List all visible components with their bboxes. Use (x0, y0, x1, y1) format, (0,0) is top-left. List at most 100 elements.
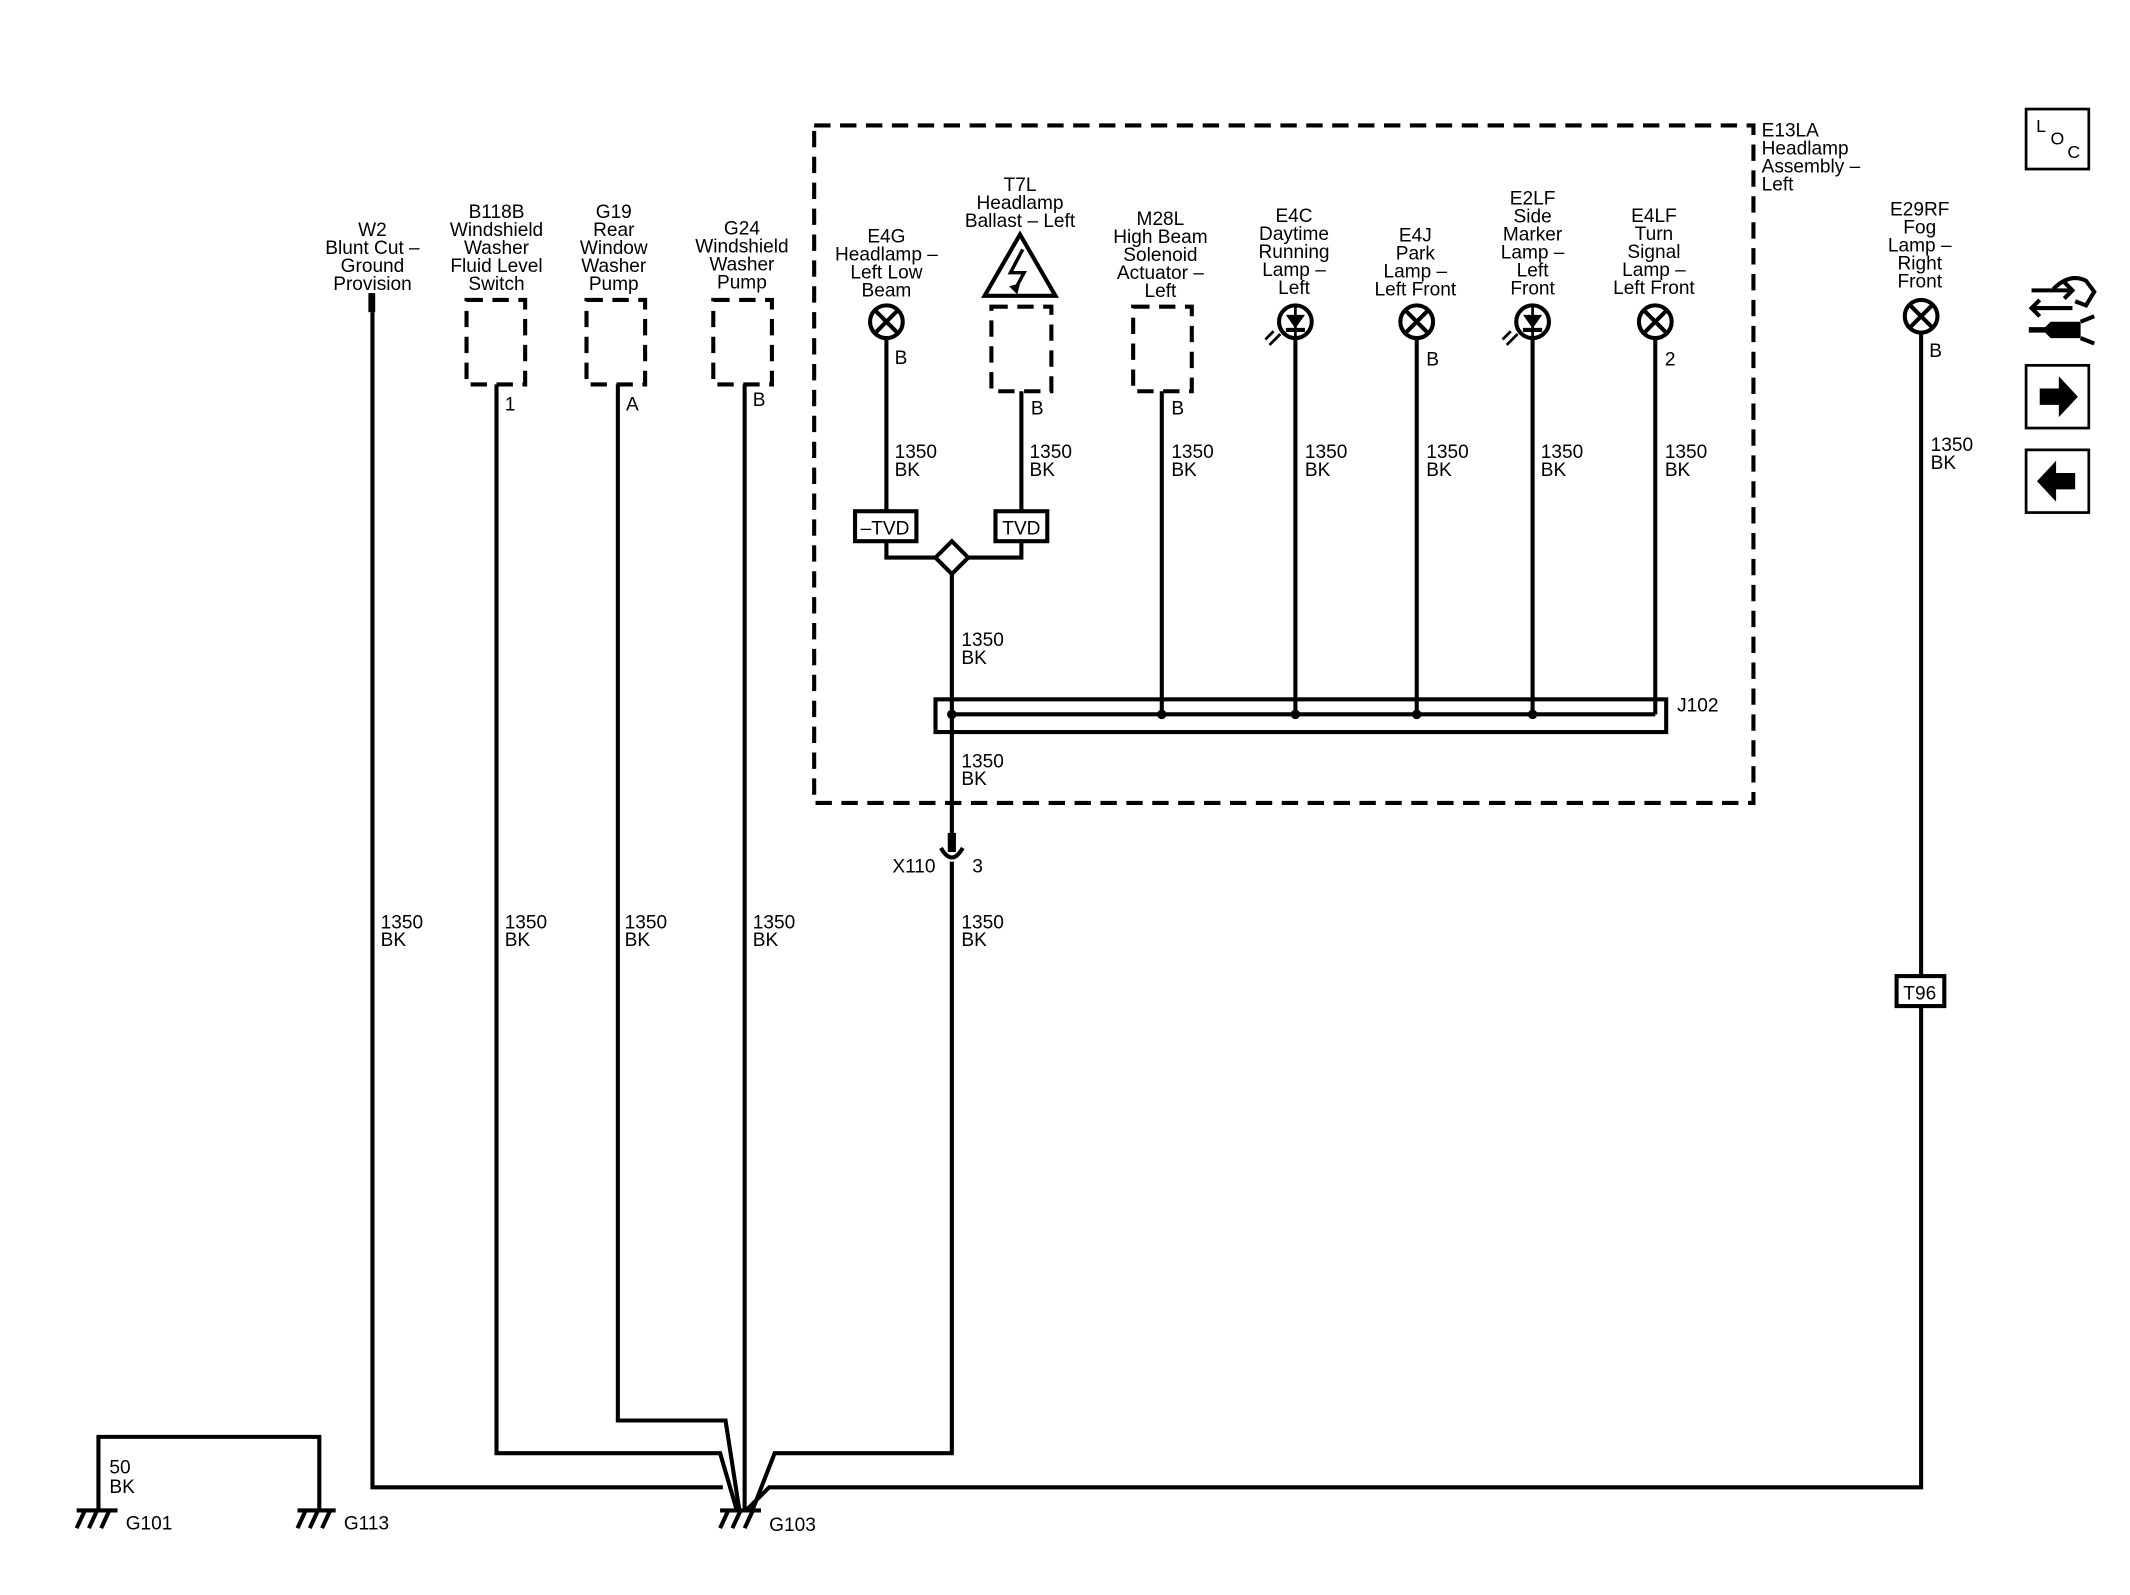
m28l-component (1131, 304, 1194, 394)
b118b-pin: 1 (505, 394, 516, 415)
g19-component (584, 297, 648, 387)
tvd-left-box (853, 509, 919, 544)
label-line: Windshield (695, 236, 788, 257)
label-line: Fog (1903, 217, 1936, 238)
label-line: M28L (1137, 209, 1185, 230)
x110-connector (939, 832, 965, 860)
g113-label: G113 (344, 1514, 389, 1535)
e29rf-pin: B (1929, 341, 1942, 362)
wire-color: BK (1171, 460, 1197, 481)
wire-color: BK (1665, 460, 1691, 481)
wire-color: BK (895, 460, 921, 481)
label-line: Actuator – (1117, 263, 1204, 284)
wire-color: BK (1426, 460, 1452, 481)
g19-pin: A (626, 394, 639, 415)
g24-pin: B (753, 390, 766, 411)
label-line: Right (1897, 253, 1942, 274)
label-line: E4G (867, 227, 905, 248)
label-line: Marker (1503, 224, 1563, 245)
wire-gauge: 1350 (753, 912, 795, 933)
m28l-pin: B (1171, 398, 1184, 419)
wire-gauge: 1350 (1305, 442, 1347, 463)
loc-l: L (2036, 116, 2046, 136)
arrow-right-icon (2039, 376, 2078, 418)
label-line: Blunt Cut – (325, 238, 420, 259)
assembly-boundary (812, 123, 1756, 805)
arrow-left-icon (2036, 460, 2076, 502)
label-line: Ballast – Left (965, 211, 1076, 232)
e4j-pin: B (1426, 349, 1439, 370)
e4g-pin: B (895, 348, 908, 369)
label-line: High Beam (1113, 227, 1207, 248)
wire-gauge: 1350 (1665, 442, 1707, 463)
label-line: Washer (464, 238, 530, 259)
g101-label: G101 (126, 1514, 173, 1535)
wire-gauge: 1350 (961, 752, 1003, 773)
x110-label: X110 (892, 856, 935, 877)
e4j-lamp-icon (1398, 303, 1436, 341)
label-line: Park (1396, 243, 1436, 264)
label-line: E29RF (1890, 199, 1949, 220)
wire-color: BK (1030, 460, 1056, 481)
ground-strap (96, 1434, 322, 1511)
label-line: Lamp – (1384, 261, 1448, 282)
label-line: Headlamp (977, 193, 1064, 214)
label-line: Lamp – (1622, 260, 1686, 281)
wire-gauge: 1350 (1931, 435, 1973, 456)
arrow-right-button[interactable] (2024, 363, 2091, 430)
label-line: E4J (1399, 225, 1432, 246)
label-line: E4C (1275, 206, 1312, 227)
label-line: Lamp – (1262, 260, 1326, 281)
wires (370, 312, 1924, 1511)
label-line: Fluid Level (450, 256, 542, 277)
arrow-left-button[interactable] (2024, 448, 2091, 514)
label-line: Switch (468, 274, 524, 295)
label-line: Signal (1627, 242, 1680, 263)
label-line: G24 (724, 218, 760, 239)
label-line: Window (580, 238, 648, 259)
label-line: T7L (1004, 175, 1037, 196)
t7l-pin: B (1031, 398, 1044, 419)
t96-label: T96 (1903, 983, 1936, 1004)
wire-color: BK (961, 930, 987, 951)
g24-component (711, 297, 774, 387)
loc-button[interactable]: L O C (2024, 107, 2091, 171)
tvd-right-label: TVD (1002, 518, 1040, 539)
wire-color: BK (1541, 460, 1567, 481)
e4c-led-icon (1264, 303, 1314, 346)
t96-box (1894, 974, 1947, 1009)
wire-gauge: 1350 (381, 912, 423, 933)
strap-color: BK (109, 1477, 135, 1498)
wire-color: BK (1931, 453, 1957, 474)
connector-swap-icon[interactable] (2028, 276, 2097, 346)
label-line: Beam (861, 281, 911, 302)
label-line: Daytime (1259, 224, 1329, 245)
wire-color: BK (961, 769, 987, 790)
wire-gauge: 1350 (1426, 442, 1468, 463)
wire-gauge: 1350 (961, 630, 1003, 651)
label-line: Solenoid (1123, 245, 1197, 266)
wire-gauge: 1350 (1541, 442, 1583, 463)
wire-gauge: 1350 (1171, 442, 1213, 463)
g101-ground-icon (74, 1508, 118, 1530)
loc-c: C (2067, 142, 2080, 162)
wire-color: BK (625, 930, 651, 951)
